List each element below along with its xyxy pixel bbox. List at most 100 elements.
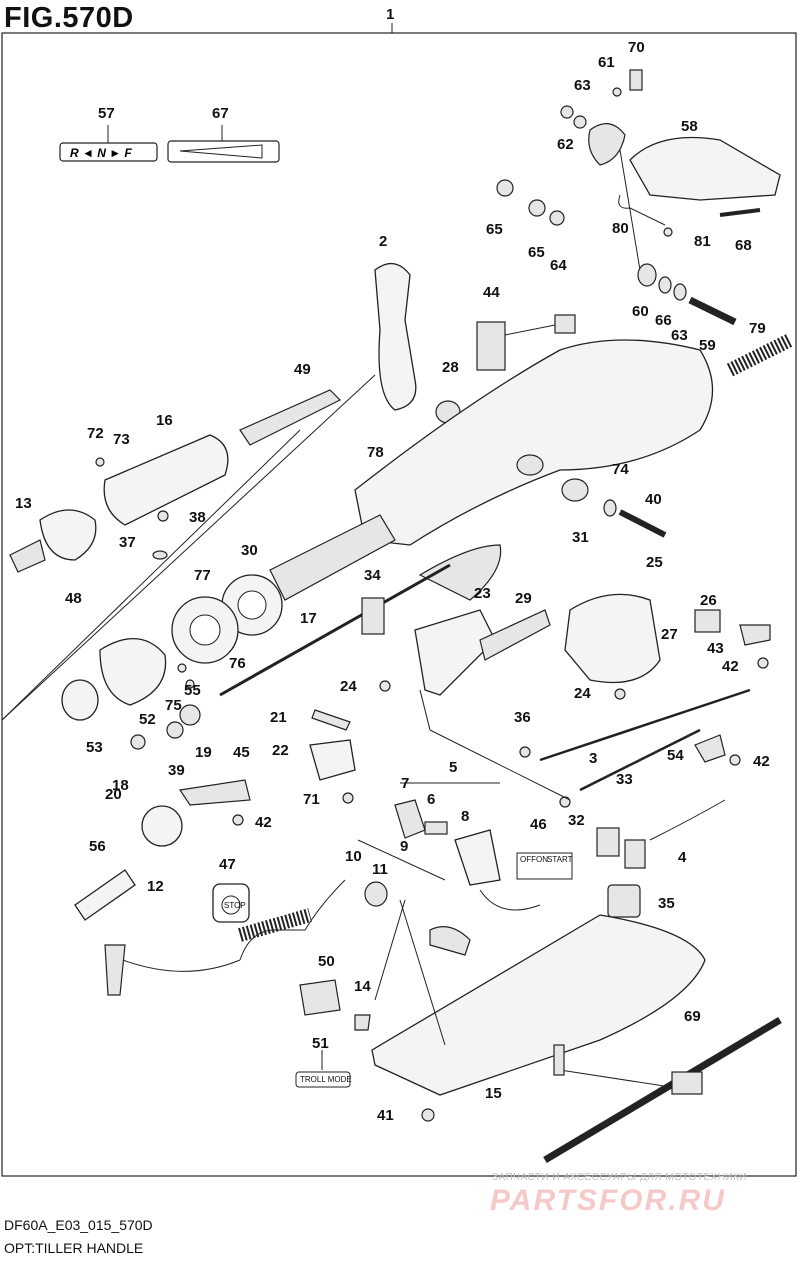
callout-5: 5 — [449, 759, 457, 776]
callout-9: 9 — [400, 838, 408, 855]
callout-24: 24 — [340, 678, 357, 695]
callout-65: 65 — [486, 221, 503, 238]
callout-58: 58 — [681, 118, 698, 135]
callout-52: 52 — [139, 711, 156, 728]
clip — [354, 1014, 371, 1031]
callout-48: 48 — [65, 590, 82, 607]
callout-69: 69 — [684, 1008, 701, 1025]
callout-71: 71 — [303, 791, 320, 808]
throttle-grip — [103, 434, 229, 526]
plate — [607, 884, 641, 918]
callout-78: 78 — [367, 444, 384, 461]
ball — [185, 679, 195, 689]
callout-42b: 42 — [753, 753, 770, 770]
spring — [166, 721, 184, 739]
shift-cable — [539, 688, 751, 762]
cable-bracket — [694, 734, 726, 763]
callout-12: 12 — [147, 878, 164, 895]
clip — [519, 746, 531, 758]
callout-28: 28 — [442, 359, 459, 376]
plate — [694, 609, 721, 633]
callout-21: 21 — [270, 709, 287, 726]
callout-53: 53 — [86, 739, 103, 756]
bolt — [688, 296, 737, 326]
callout-44: 44 — [483, 284, 500, 301]
lanyard-clip — [104, 944, 126, 996]
callout-8: 8 — [461, 808, 469, 825]
washer — [573, 115, 587, 129]
pin — [130, 734, 146, 750]
wire-harness — [649, 799, 726, 841]
connector — [624, 839, 646, 869]
callout-11: 11 — [372, 861, 388, 878]
callout-74: 74 — [612, 461, 629, 478]
callout-63b: 63 — [671, 327, 688, 344]
tiller-shaft — [269, 514, 396, 601]
washer — [549, 210, 565, 226]
nut — [560, 105, 574, 119]
callout-42: 42 — [722, 658, 739, 675]
footer-option: OPT:TILLER HANDLE — [4, 1240, 144, 1256]
link-arm — [414, 609, 496, 696]
callout-29: 29 — [515, 590, 532, 607]
switch-label-off: OFF — [520, 855, 536, 864]
screw — [379, 680, 391, 692]
callout-34: 34 — [364, 567, 381, 584]
shaft-end — [418, 544, 502, 601]
callout-23: 23 — [474, 585, 491, 602]
watermark-tagline: ЗАПЧАСТИ И АКСЕССУАРЫ ДЛЯ МОТОТЕХНИКИ — [492, 1172, 748, 1183]
callout-14: 14 — [354, 978, 371, 995]
link-rod — [239, 389, 342, 446]
shift-assembly — [564, 593, 661, 684]
callout-7: 7 — [401, 775, 409, 792]
throttle-rod — [219, 563, 451, 697]
end-plug — [9, 539, 46, 573]
screw — [614, 688, 626, 700]
switch-body — [476, 321, 506, 371]
callout-2: 2 — [379, 233, 387, 250]
link-plate — [311, 709, 351, 731]
callout-15: 15 — [485, 1085, 502, 1102]
callout-18: 18 — [112, 777, 129, 794]
spring — [726, 333, 794, 377]
watermark-logo: PARTSFOR.RU — [490, 1184, 726, 1217]
wedge-decal — [167, 125, 280, 163]
screw — [232, 814, 244, 826]
callout-32: 32 — [568, 812, 585, 829]
callout-50: 50 — [318, 953, 335, 970]
callout-13: 13 — [15, 495, 32, 512]
callout-3: 3 — [589, 750, 597, 767]
shift-decal: R ◄ N ► F — [59, 125, 158, 162]
callout-37: 37 — [119, 534, 136, 551]
callout-24b: 24 — [574, 685, 591, 702]
callout-77: 77 — [194, 567, 211, 584]
extension-handle — [543, 1016, 782, 1164]
callout-40: 40 — [645, 491, 662, 508]
callout-10: 10 — [345, 848, 362, 865]
grip-ring — [61, 679, 99, 721]
clip — [559, 796, 571, 808]
callout-59: 59 — [699, 337, 716, 354]
wiring-connector — [429, 926, 471, 956]
callout-49: 49 — [294, 361, 311, 378]
callout-66: 66 — [655, 312, 672, 329]
guide-line — [1, 429, 301, 721]
callout-56: 56 — [89, 838, 106, 855]
screw — [421, 1108, 435, 1122]
callout-76: 76 — [229, 655, 246, 672]
troll-switch — [299, 979, 341, 1016]
callout-30: 30 — [241, 542, 258, 559]
bushing — [561, 478, 589, 502]
tiller-bracket — [629, 136, 781, 201]
callout-46: 46 — [530, 816, 547, 833]
callout-6: 6 — [427, 791, 435, 808]
diagram-frame — [1, 32, 797, 1177]
callout-68: 68 — [735, 237, 752, 254]
callout-43: 43 — [707, 640, 724, 657]
switch-label-start: START — [547, 855, 573, 864]
rod-clamp — [361, 597, 385, 635]
callout-64: 64 — [550, 257, 567, 274]
callout-75: 75 — [165, 697, 182, 714]
callout-61: 61 — [598, 54, 615, 71]
